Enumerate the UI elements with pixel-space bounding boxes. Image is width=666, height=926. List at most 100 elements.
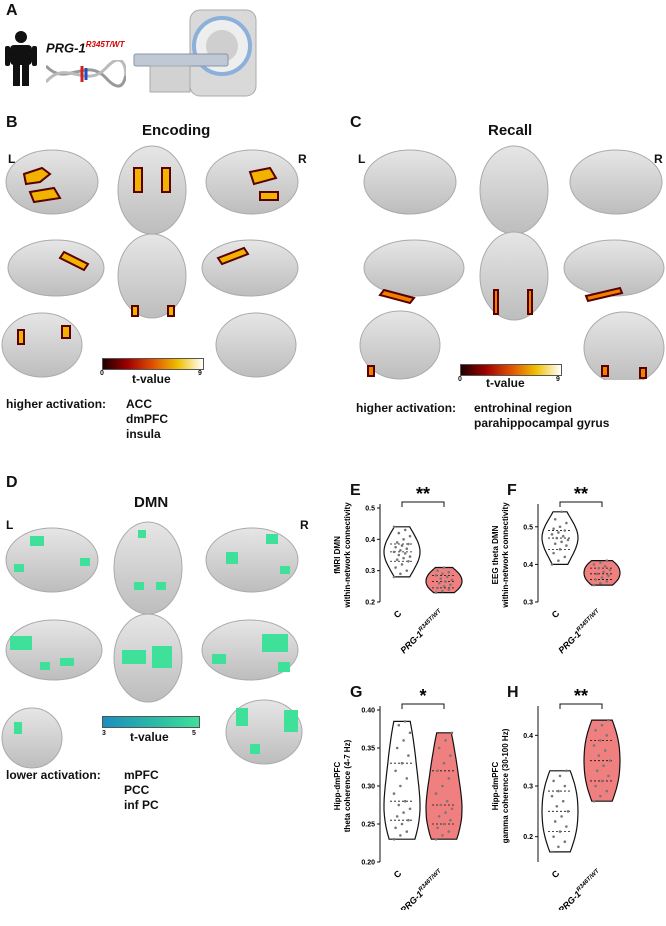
panel-f-letter: F xyxy=(507,482,517,499)
data-point xyxy=(595,769,599,773)
data-point xyxy=(408,807,412,811)
panel-c-brains xyxy=(359,145,665,380)
brain-medial-left xyxy=(7,239,105,297)
data-point xyxy=(566,810,570,813)
panel-b-cbar-min: 0 xyxy=(100,370,104,377)
data-point xyxy=(605,789,609,793)
data-point xyxy=(553,542,557,546)
data-point xyxy=(553,517,557,521)
y-tick-label: 0.2 xyxy=(523,834,533,841)
data-point xyxy=(441,572,444,576)
category-label: C xyxy=(550,608,562,620)
panel-h-letter: H xyxy=(507,684,519,701)
data-point xyxy=(405,830,409,833)
data-point xyxy=(441,784,444,788)
data-point xyxy=(607,774,610,778)
significance-stars: ** xyxy=(574,484,588,504)
data-point xyxy=(552,835,555,838)
data-point xyxy=(560,815,563,818)
panel-d-letter: D xyxy=(6,474,18,491)
category-label: PRG-1R345T/WT xyxy=(398,607,446,655)
violin-body xyxy=(583,560,621,586)
y-tick-label: 0.40 xyxy=(361,708,375,715)
data-point xyxy=(402,811,405,814)
data-point xyxy=(560,540,563,544)
data-point xyxy=(442,566,446,569)
data-point xyxy=(450,731,454,735)
data-point xyxy=(597,566,601,570)
panel-d-colorbar xyxy=(102,716,200,728)
data-point xyxy=(436,826,439,830)
data-point xyxy=(395,746,399,750)
data-point xyxy=(553,820,557,823)
data-point xyxy=(607,718,610,722)
data-point xyxy=(558,774,562,778)
data-point xyxy=(557,531,560,534)
y-axis-label: EEG theta DMN xyxy=(491,525,500,584)
data-point xyxy=(405,569,409,572)
gene-label: PRG-1R345T/WT xyxy=(46,40,124,55)
data-point xyxy=(394,826,397,830)
data-point xyxy=(405,777,409,780)
data-point xyxy=(408,731,412,735)
data-point xyxy=(600,723,604,727)
data-point xyxy=(563,840,567,844)
panel-b-brains xyxy=(1,145,299,378)
brain-ventral xyxy=(117,233,187,319)
data-point xyxy=(434,792,438,795)
y-tick-label: 0.4 xyxy=(523,562,533,569)
data-point xyxy=(392,550,396,554)
data-point xyxy=(557,789,560,793)
data-point xyxy=(449,818,452,822)
data-point xyxy=(550,850,554,854)
data-point xyxy=(594,728,597,732)
data-point xyxy=(450,578,454,582)
y-axis-label: theta coherence (4-7 Hz) xyxy=(343,739,352,832)
data-point xyxy=(447,777,451,780)
significance-bracket xyxy=(559,501,603,507)
data-point xyxy=(592,744,596,747)
data-point xyxy=(392,575,396,579)
category-label: C xyxy=(392,608,404,620)
data-point xyxy=(400,822,404,826)
data-point xyxy=(552,551,555,555)
data-point xyxy=(436,586,439,590)
panel-b-activation-label: higher activation: xyxy=(6,397,107,411)
significance-bracket xyxy=(401,501,445,507)
panel-d-title: DMN xyxy=(134,494,169,511)
panel-b-regions: ACC dmPFC insula xyxy=(126,397,168,441)
data-point xyxy=(602,570,605,574)
data-point xyxy=(400,544,404,547)
data-point xyxy=(434,591,438,594)
data-point xyxy=(565,544,568,547)
category-label: C xyxy=(550,868,562,880)
data-point xyxy=(444,739,447,742)
category-label: C xyxy=(392,868,404,880)
data-point xyxy=(603,749,607,752)
data-point xyxy=(407,542,410,546)
y-axis-label: fMRI DMN xyxy=(333,536,342,574)
data-point xyxy=(402,739,405,742)
y-tick-label: 0.5 xyxy=(365,506,375,513)
data-point xyxy=(399,834,402,837)
brain-occipital xyxy=(215,312,297,378)
y-tick-label: 0.3 xyxy=(523,600,533,607)
panel-d-regions: mPFC PCC inf PC xyxy=(124,768,159,812)
data-point xyxy=(408,534,412,538)
data-point xyxy=(592,583,596,587)
data-point xyxy=(560,510,563,514)
category-superscript: R346T/WT xyxy=(418,867,444,893)
panel-b-right-label: R xyxy=(298,152,307,166)
significance-stars: ** xyxy=(416,484,430,504)
panel-c-regions: entrohinal region parahippocampal gyrus xyxy=(474,401,610,430)
data-point xyxy=(565,769,568,773)
data-point xyxy=(550,563,554,566)
data-point xyxy=(407,818,410,822)
brain-dorsal xyxy=(117,145,187,235)
data-point xyxy=(445,575,449,579)
data-point xyxy=(392,837,396,841)
data-point xyxy=(566,538,570,542)
data-point xyxy=(403,799,407,803)
data-point xyxy=(399,784,402,788)
data-point xyxy=(403,720,407,723)
